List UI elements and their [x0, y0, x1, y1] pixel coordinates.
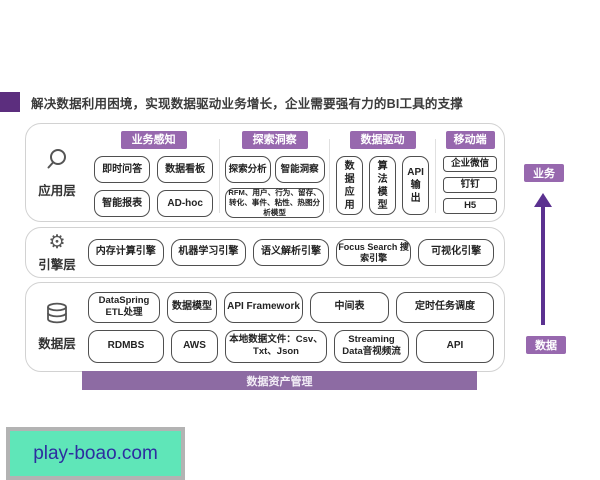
- data-badge: 数据: [526, 336, 566, 354]
- box-instant-qa: 即时问答: [94, 156, 151, 184]
- gear-icon: ⚙: [48, 231, 66, 253]
- title-accent-square: [0, 92, 20, 112]
- section-header-business-perception: 业务感知: [120, 131, 187, 150]
- box-streaming-data: Streaming Data音视频流: [334, 329, 409, 363]
- box-smart-insight: 智能洞察: [274, 156, 325, 184]
- engine-layer-label-col: ⚙ 引擎层: [26, 233, 88, 273]
- box-explore-analysis: 探索分析: [224, 156, 271, 184]
- box-analysis-models: RFM、用户、行为、留存、转化、事件、粘性、热图分析模型: [225, 188, 325, 219]
- box-data-application: 数据应用: [336, 156, 364, 216]
- slide-title: 解决数据利用困境，实现数据驱动业务增长，企业需要强有力的BI工具的支撑: [31, 96, 464, 111]
- box-aws: AWS: [171, 329, 218, 363]
- box-rdmbs: RDMBS: [88, 329, 164, 363]
- up-arrow-icon: [534, 193, 552, 207]
- data-layer-panel: 数据层 DataSpring ETL处理 数据模型 API Framework …: [25, 282, 505, 372]
- box-api-output: API输出: [402, 156, 430, 216]
- box-data-dashboard: 数据看板: [157, 156, 214, 184]
- database-icon: [44, 302, 70, 331]
- box-h5: H5: [443, 198, 498, 215]
- business-badge: 业务: [524, 164, 564, 182]
- box-semantic-parsing-engine: 语义解析引擎: [253, 239, 329, 266]
- watermark-text: play-boao.com: [10, 431, 181, 476]
- section-divider: [435, 139, 437, 213]
- box-dataspring-etl: DataSpring ETL处理: [88, 291, 160, 323]
- watermark-frame: play-boao.com: [6, 427, 185, 480]
- section-divider: [219, 139, 221, 213]
- box-dingtalk: 钉钉: [443, 177, 498, 194]
- box-api-framework: API Framework: [224, 291, 303, 323]
- box-data-model: 数据模型: [167, 291, 217, 323]
- box-algorithm-model: 算法模型: [369, 156, 397, 216]
- box-middle-table: 中间表: [310, 291, 389, 323]
- section-header-explore-insight: 探索洞察: [241, 131, 308, 150]
- box-smart-report: 智能报表: [94, 190, 151, 218]
- section-header-data-driven: 数据驱动: [349, 131, 416, 150]
- engine-layer-label: 引擎层: [38, 257, 76, 272]
- application-layer-panel: 应用层 业务感知 即时问答 数据看板 智能报表 AD-hoc 探索洞察 探索分析…: [25, 123, 505, 222]
- section-data-driven: 数据驱动 数据应用 算法模型 API输出: [330, 124, 435, 221]
- box-local-data-files: 本地数据文件：Csv、Txt、Json: [225, 329, 327, 363]
- section-business-perception: 业务感知 即时问答 数据看板 智能报表 AD-hoc: [88, 124, 219, 221]
- section-mobile: 移动端 企业微信 钉钉 H5: [436, 124, 504, 221]
- box-visualization-engine: 可视化引擎: [418, 239, 494, 266]
- data-asset-management-bar: 数据资产管理: [82, 371, 477, 390]
- box-api: API: [416, 329, 494, 363]
- magnifier-icon: [44, 147, 70, 178]
- application-layer-label: 应用层: [38, 183, 76, 198]
- application-layer-label-col: 应用层: [26, 124, 88, 221]
- section-explore-insight: 探索洞察 探索分析 智能洞察 RFM、用户、行为、留存、转化、事件、粘性、热图分…: [220, 124, 328, 221]
- box-scheduled-task: 定时任务调度: [396, 291, 494, 323]
- box-memory-compute-engine: 内存计算引擎: [88, 239, 164, 266]
- data-layer-label: 数据层: [38, 337, 76, 351]
- box-ad-hoc: AD-hoc: [157, 190, 214, 218]
- section-header-mobile: 移动端: [445, 131, 495, 150]
- engine-layer-panel: ⚙ 引擎层 内存计算引擎 机器学习引擎 语义解析引擎 Focus Search …: [25, 227, 505, 278]
- box-focus-search-engine: Focus Search 搜索引擎: [335, 239, 412, 266]
- up-arrow-stem: [541, 206, 545, 325]
- data-layer-label-col: 数据层: [26, 283, 88, 371]
- section-divider: [328, 139, 330, 213]
- box-machine-learning-engine: 机器学习引擎: [170, 239, 247, 266]
- slide-title-row: 解决数据利用困境，实现数据驱动业务增长，企业需要强有力的BI工具的支撑: [0, 92, 463, 112]
- box-wecom: 企业微信: [443, 156, 498, 173]
